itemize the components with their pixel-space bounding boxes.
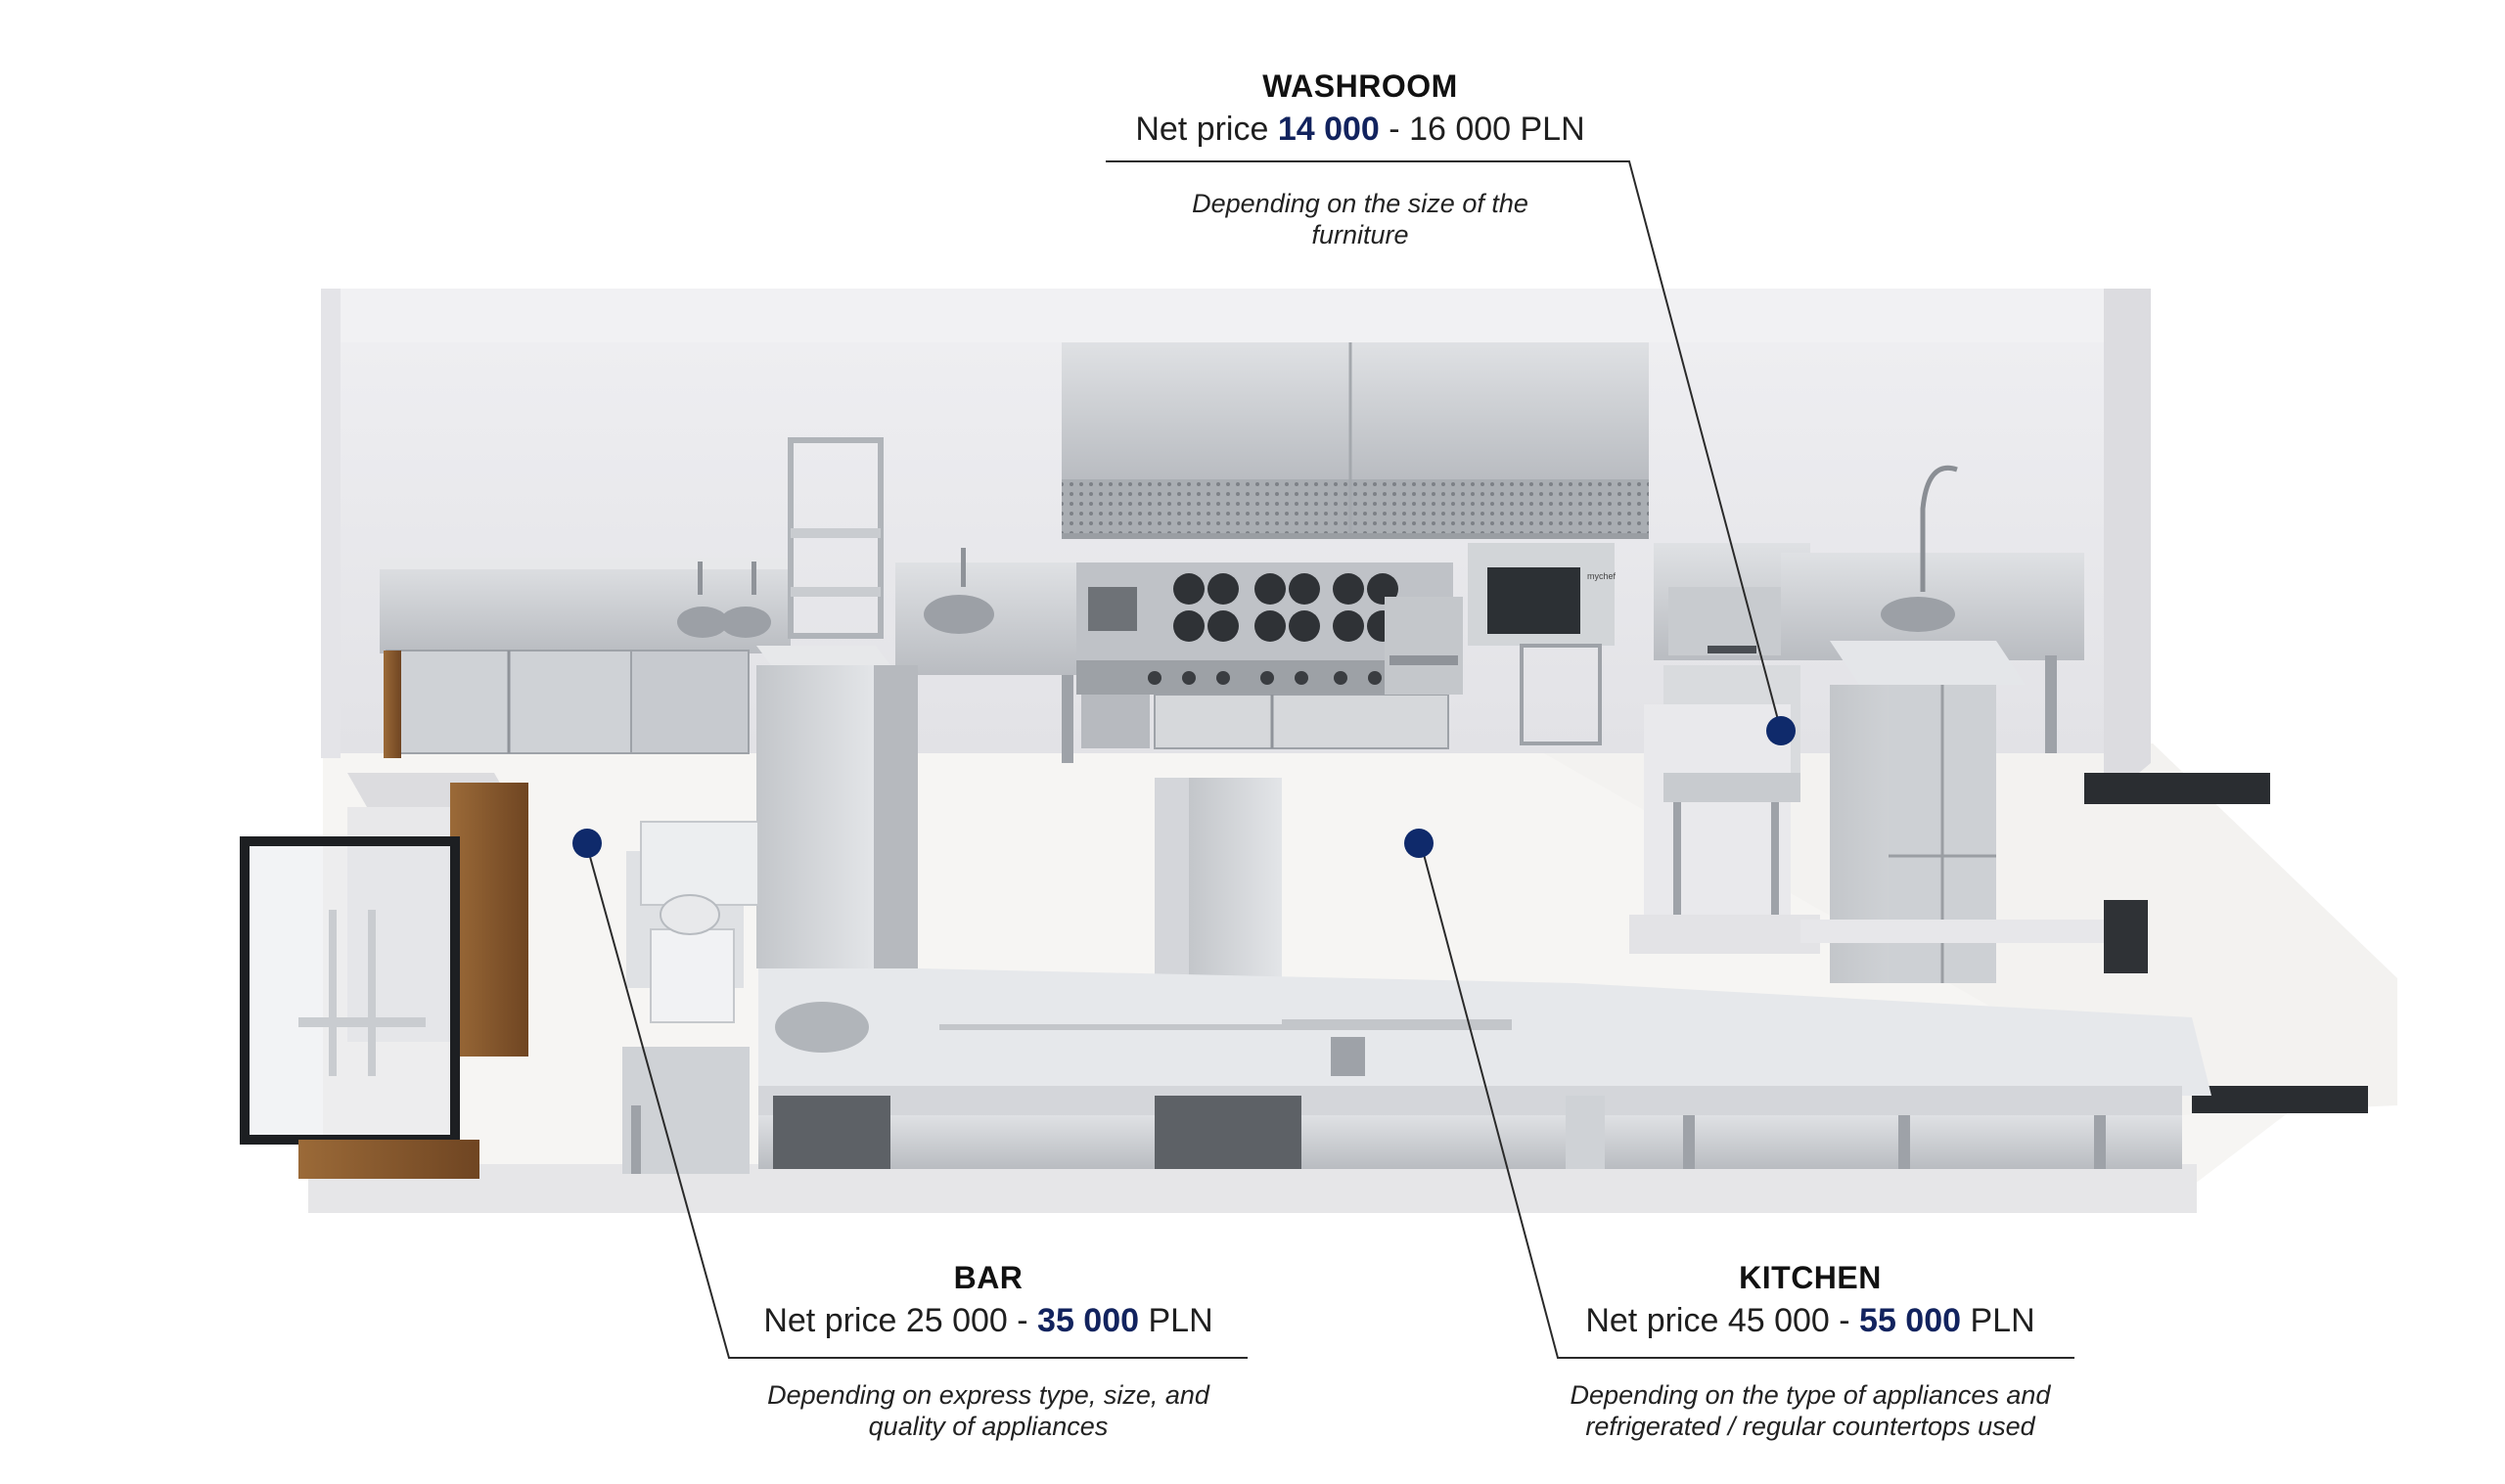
marker-kitchen[interactable] xyxy=(1404,829,1434,858)
note-line: Depending on express type, size, and xyxy=(767,1380,1209,1410)
front-counter xyxy=(758,968,2211,1169)
extraction-hood xyxy=(1062,342,1649,539)
washroom-label: WASHROOM Net price 14 000 - 16 000 PLN D… xyxy=(1096,68,1624,251)
price-upper: 16 000 PLN xyxy=(1409,111,1585,148)
price-prefix: Net price 45 000 - xyxy=(1585,1302,1860,1339)
leader-lines xyxy=(586,160,2074,1359)
washroom-title: WASHROOM xyxy=(1262,68,1458,104)
kitchen-label: KITCHEN Net price 45 000 - 55 000 PLN De… xyxy=(1546,1260,2074,1443)
bar-title: BAR xyxy=(953,1260,1024,1295)
tall-fridge-cabinet xyxy=(1800,641,2368,1113)
price-prefix: Net price 25 000 - xyxy=(763,1302,1038,1339)
back-bar-counter xyxy=(380,558,791,758)
bar-label: BAR Net price 25 000 - 35 000 PLN Depend… xyxy=(724,1260,1252,1443)
price-separator: - xyxy=(1379,111,1410,148)
note-line: Depending on the type of appliances and xyxy=(1570,1380,2051,1410)
area-markers xyxy=(572,716,1796,858)
pass-through-shelf xyxy=(1155,778,1282,1003)
price-highlight: 35 000 xyxy=(1037,1302,1140,1339)
price-prefix: Net price xyxy=(1135,111,1278,148)
marker-bar[interactable] xyxy=(572,829,602,858)
kitchen-price: Net price 45 000 - 55 000 PLN xyxy=(1546,1302,2074,1340)
note-line: quality of appliances xyxy=(868,1412,1109,1442)
price-suffix: PLN xyxy=(1961,1302,2035,1339)
bar-price: Net price 25 000 - 35 000 PLN xyxy=(724,1302,1252,1340)
note-line: Depending on the size of the xyxy=(1192,189,1528,218)
combi-oven: mychef xyxy=(1468,543,1617,745)
oven-brand-text: mychef xyxy=(1587,571,1617,581)
leader-line-bar xyxy=(586,845,1248,1359)
leader-line-kitchen xyxy=(1420,842,2074,1359)
floor-front-edge xyxy=(308,1164,2197,1213)
price-highlight: 14 000 xyxy=(1277,111,1380,148)
note-line: furniture xyxy=(1311,220,1409,250)
washroom-price: Net price 14 000 - 16 000 PLN xyxy=(1096,111,1624,149)
price-highlight: 55 000 xyxy=(1859,1302,1962,1339)
partition-column xyxy=(756,646,918,968)
kitchen-title: KITCHEN xyxy=(1739,1260,1882,1295)
coffee-station xyxy=(622,821,759,1174)
cooking-range xyxy=(1076,562,1463,749)
marker-washroom[interactable] xyxy=(1766,716,1796,745)
shelf-rack xyxy=(788,437,884,639)
note-line: refrigerated / regular countertops used xyxy=(1585,1412,2035,1442)
leader-line-washroom xyxy=(1106,160,1782,732)
price-suffix: PLN xyxy=(1139,1302,1213,1339)
display-case xyxy=(240,773,528,1179)
